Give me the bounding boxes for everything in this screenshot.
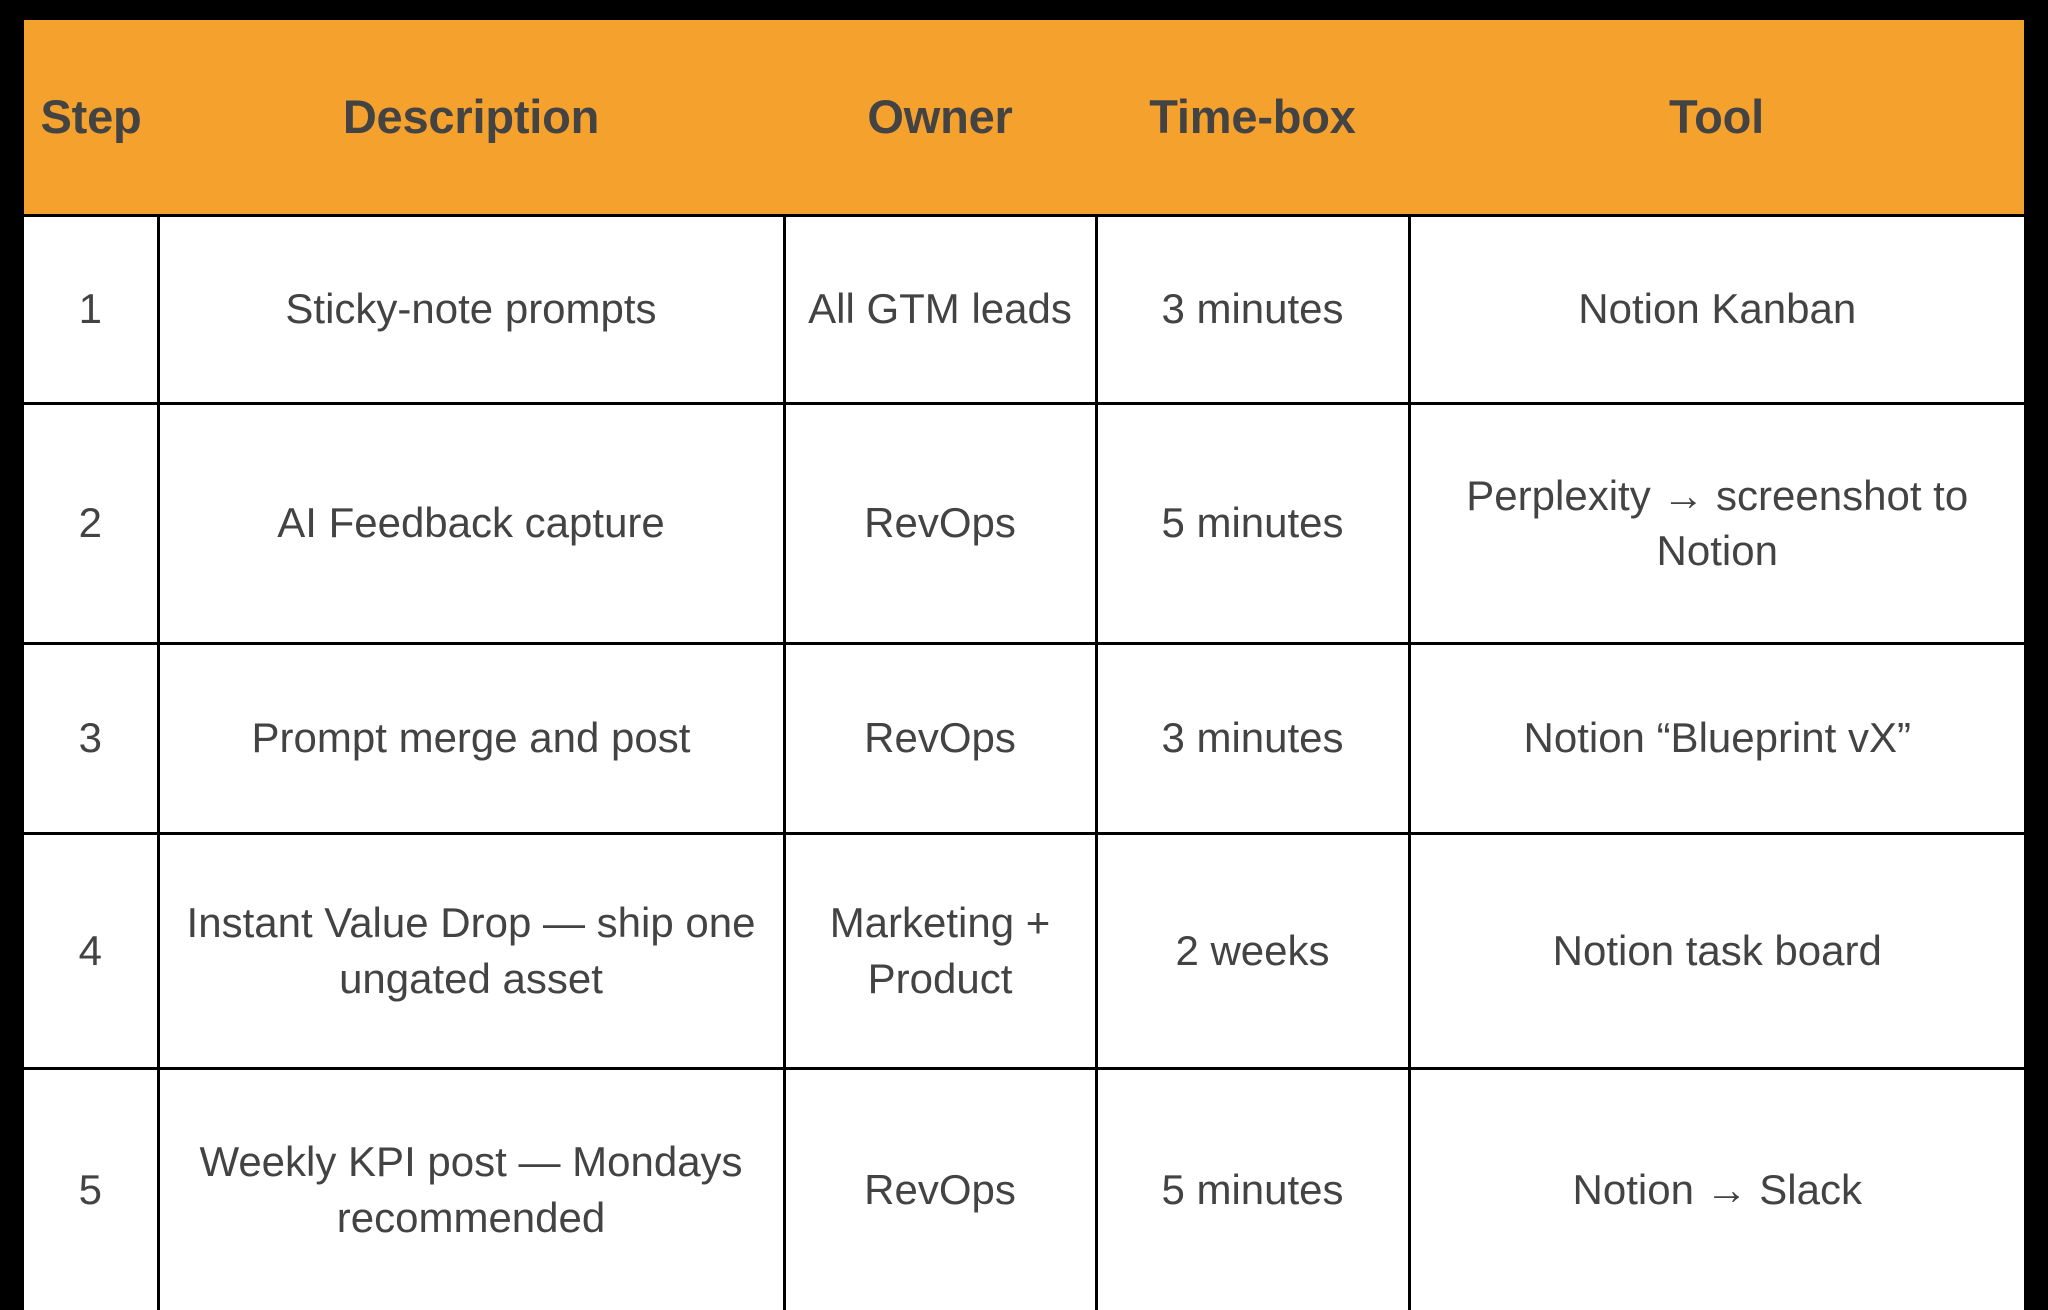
table-row: 3 Prompt merge and post RevOps 3 minutes…	[24, 641, 2024, 835]
column-header-step[interactable]: Step	[24, 20, 158, 215]
cell-description: AI Feedback capture	[156, 401, 786, 645]
cell-owner: RevOps	[782, 1066, 1098, 1310]
cell-timebox: 3 minutes	[1094, 213, 1411, 405]
cell-step: 4	[24, 831, 160, 1070]
cell-description: Weekly KPI post — Mondays recommended	[156, 1066, 786, 1310]
table-header: Step Description Owner Time-box Tool	[24, 20, 2024, 215]
cell-step: 1	[24, 213, 160, 405]
cell-description: Sticky-note prompts	[156, 213, 786, 405]
column-header-tool[interactable]: Tool	[1409, 20, 2024, 215]
process-table: Step Description Owner Time-box Tool 1 S…	[24, 20, 2024, 1310]
cell-owner: RevOps	[782, 401, 1098, 645]
table-row: 2 AI Feedback capture RevOps 5 minutes P…	[24, 401, 2024, 645]
cell-step: 3	[24, 641, 160, 835]
cell-timebox: 2 weeks	[1094, 831, 1411, 1070]
cell-tool: Notion “Blueprint vX”	[1407, 641, 2024, 835]
cell-tool: Notion Kanban	[1407, 213, 2024, 405]
cell-step: 2	[24, 401, 160, 645]
cell-tool: Notion → Slack	[1407, 1066, 2024, 1310]
cell-timebox: 3 minutes	[1094, 641, 1411, 835]
table-header-row: Step Description Owner Time-box Tool	[24, 20, 2024, 215]
cell-step: 5	[24, 1066, 160, 1310]
table-row: 5 Weekly KPI post — Mondays recommended …	[24, 1066, 2024, 1310]
cell-description: Instant Value Drop — ship one ungated as…	[156, 831, 786, 1070]
table-row: 1 Sticky-note prompts All GTM leads 3 mi…	[24, 213, 2024, 405]
table-row: 4 Instant Value Drop — ship one ungated …	[24, 831, 2024, 1070]
column-header-description[interactable]: Description	[158, 20, 784, 215]
cell-owner: RevOps	[782, 641, 1098, 835]
cell-tool: Perplexity → screenshot to Notion	[1407, 401, 2024, 645]
cell-timebox: 5 minutes	[1094, 1066, 1411, 1310]
cell-tool: Notion task board	[1407, 831, 2024, 1070]
table-body: 1 Sticky-note prompts All GTM leads 3 mi…	[24, 213, 2024, 1310]
cell-description: Prompt merge and post	[156, 641, 786, 835]
cell-owner: All GTM leads	[782, 213, 1098, 405]
column-header-timebox[interactable]: Time-box	[1096, 20, 1409, 215]
cell-timebox: 5 minutes	[1094, 401, 1411, 645]
column-header-owner[interactable]: Owner	[784, 20, 1096, 215]
cell-owner: Marketing + Product	[782, 831, 1098, 1070]
